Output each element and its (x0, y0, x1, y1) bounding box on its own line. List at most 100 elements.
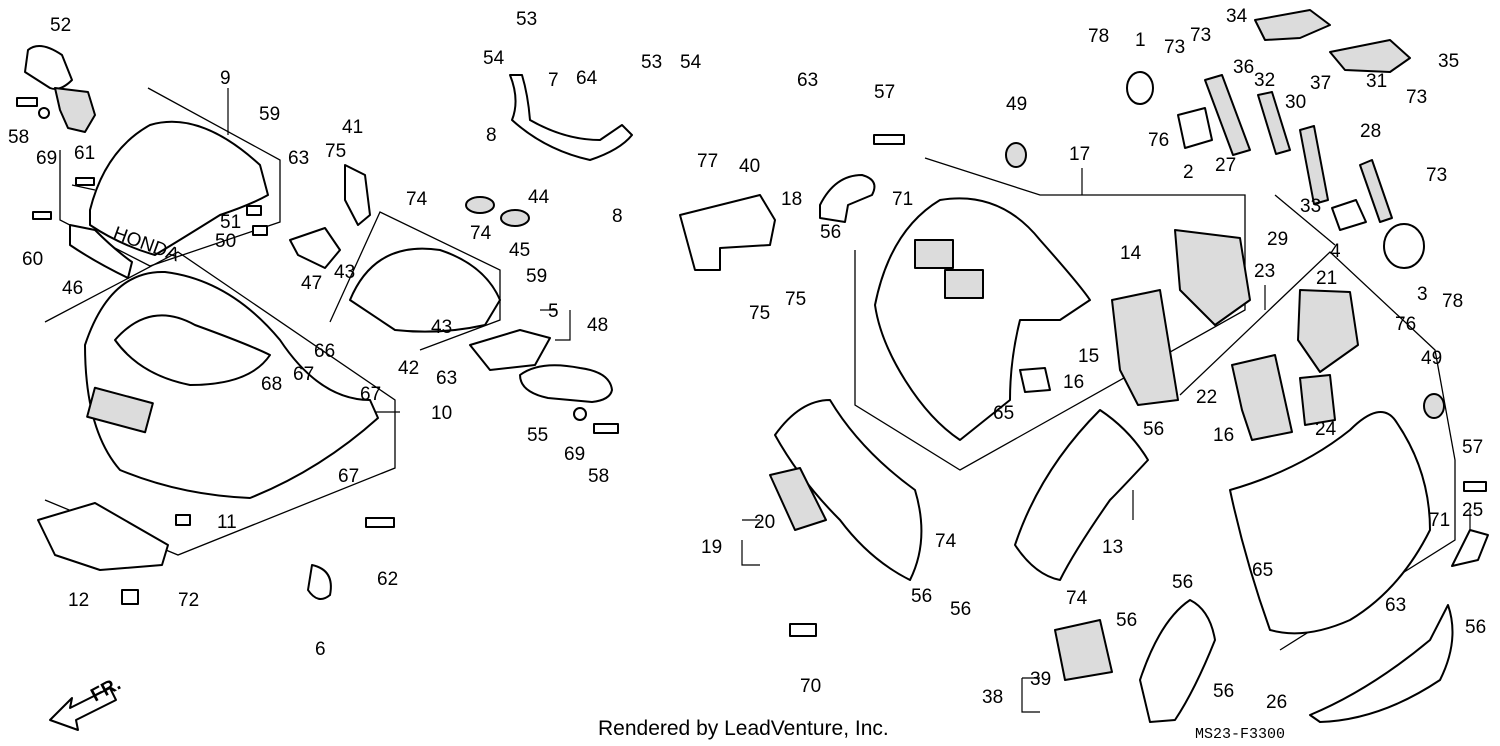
part-label-56g[interactable]: 56 (1213, 681, 1234, 702)
part-label-37[interactable]: 37 (1310, 73, 1331, 94)
part-label-57b[interactable]: 57 (1462, 437, 1483, 458)
part-label-76a[interactable]: 76 (1148, 130, 1169, 151)
part-label-70[interactable]: 70 (800, 676, 821, 697)
part-label-59b[interactable]: 59 (526, 266, 547, 287)
part-label-35[interactable]: 35 (1438, 51, 1459, 72)
part-label-45[interactable]: 45 (509, 240, 530, 261)
part-label-64[interactable]: 64 (576, 68, 598, 89)
part-label-16a[interactable]: 16 (1063, 372, 1084, 393)
part-label-17[interactable]: 17 (1069, 144, 1090, 165)
part-label-75b[interactable]: 75 (749, 303, 770, 324)
part-label-67c[interactable]: 67 (338, 466, 359, 487)
part-label-65b[interactable]: 65 (1252, 560, 1273, 581)
part-label-16b[interactable]: 16 (1213, 425, 1234, 446)
part-label-51[interactable]: 51 (220, 212, 241, 233)
part-label-13[interactable]: 13 (1102, 537, 1123, 558)
part-label-28[interactable]: 28 (1360, 121, 1381, 142)
part-label-12[interactable]: 12 (68, 590, 89, 611)
part-label-57a[interactable]: 57 (874, 82, 895, 103)
part-label-7[interactable]: 7 (548, 70, 559, 91)
part-label-24[interactable]: 24 (1315, 419, 1337, 440)
part-label-62[interactable]: 62 (377, 569, 398, 590)
part-label-56f[interactable]: 56 (1116, 610, 1137, 631)
part-label-52[interactable]: 52 (50, 15, 71, 36)
part-label-69b[interactable]: 69 (564, 444, 585, 465)
part-label-8b[interactable]: 8 (612, 206, 623, 227)
part-label-56b[interactable]: 56 (1143, 419, 1164, 440)
part-label-77[interactable]: 77 (697, 151, 718, 172)
part-label-3[interactable]: 3 (1417, 284, 1428, 305)
part-label-23[interactable]: 23 (1254, 261, 1275, 282)
part-label-1[interactable]: 1 (1135, 30, 1146, 51)
part-label-32[interactable]: 32 (1254, 70, 1275, 91)
part-label-58b[interactable]: 58 (588, 466, 609, 487)
part-label-63d[interactable]: 63 (1385, 595, 1406, 616)
part-label-56h[interactable]: 56 (1465, 617, 1486, 638)
part-label-31[interactable]: 31 (1366, 71, 1387, 92)
part-label-71a[interactable]: 71 (892, 189, 913, 210)
part-label-2[interactable]: 2 (1183, 162, 1194, 183)
part-label-40[interactable]: 40 (739, 156, 760, 177)
part-label-76b[interactable]: 76 (1395, 314, 1416, 335)
part-label-72[interactable]: 72 (178, 590, 199, 611)
part-label-78a[interactable]: 78 (1088, 26, 1109, 47)
part-label-53a[interactable]: 53 (516, 9, 537, 30)
part-label-10[interactable]: 10 (431, 403, 452, 424)
part-label-56e[interactable]: 56 (1172, 572, 1193, 593)
part-label-26[interactable]: 26 (1266, 692, 1287, 713)
part-label-41[interactable]: 41 (342, 117, 363, 138)
part-label-42[interactable]: 42 (398, 358, 419, 379)
part-label-22[interactable]: 22 (1196, 387, 1217, 408)
part-label-15[interactable]: 15 (1078, 346, 1099, 367)
part-label-11[interactable]: 11 (217, 512, 237, 533)
part-label-55[interactable]: 55 (527, 425, 548, 446)
part-label-73b[interactable]: 73 (1190, 25, 1211, 46)
part-label-44[interactable]: 44 (528, 187, 550, 208)
part-label-19[interactable]: 19 (701, 537, 722, 558)
part-label-58a[interactable]: 58 (8, 127, 29, 148)
part-label-61[interactable]: 61 (74, 143, 95, 164)
part-label-74a[interactable]: 74 (406, 189, 428, 210)
part-label-9[interactable]: 9 (220, 68, 231, 89)
part-label-67b[interactable]: 67 (360, 384, 381, 405)
part-label-38[interactable]: 38 (982, 687, 1003, 708)
part-label-30[interactable]: 30 (1285, 92, 1306, 113)
part-label-63a[interactable]: 63 (288, 148, 309, 169)
part-label-71b[interactable]: 71 (1429, 510, 1450, 531)
part-label-56d[interactable]: 56 (950, 599, 971, 620)
part-label-27[interactable]: 27 (1215, 155, 1236, 176)
part-label-34[interactable]: 34 (1226, 6, 1248, 27)
part-label-43a[interactable]: 43 (334, 262, 355, 283)
part-label-50[interactable]: 50 (215, 231, 236, 252)
part-label-33[interactable]: 33 (1300, 196, 1321, 217)
part-label-65a[interactable]: 65 (993, 403, 1014, 424)
part-label-74b[interactable]: 74 (470, 223, 492, 244)
part-label-63c[interactable]: 63 (436, 368, 457, 389)
part-label-46[interactable]: 46 (62, 278, 83, 299)
part-label-66[interactable]: 66 (314, 341, 335, 362)
part-label-20[interactable]: 20 (754, 512, 775, 533)
part-label-47[interactable]: 47 (301, 273, 322, 294)
part-label-56a[interactable]: 56 (820, 222, 841, 243)
part-label-63b[interactable]: 63 (797, 70, 818, 91)
part-label-4[interactable]: 4 (1330, 241, 1341, 262)
part-label-8a[interactable]: 8 (486, 125, 497, 146)
part-label-59a[interactable]: 59 (259, 104, 280, 125)
part-label-21[interactable]: 21 (1316, 268, 1337, 289)
part-label-49a[interactable]: 49 (1006, 94, 1027, 115)
part-label-36[interactable]: 36 (1233, 57, 1254, 78)
part-label-29[interactable]: 29 (1267, 229, 1288, 250)
part-label-60[interactable]: 60 (22, 249, 43, 270)
part-label-43b[interactable]: 43 (431, 317, 452, 338)
part-label-67a[interactable]: 67 (293, 364, 314, 385)
part-label-18[interactable]: 18 (781, 189, 802, 210)
part-label-25[interactable]: 25 (1462, 500, 1483, 521)
part-label-53b[interactable]: 53 (641, 52, 662, 73)
part-label-68[interactable]: 68 (261, 374, 282, 395)
part-label-73c[interactable]: 73 (1406, 87, 1427, 108)
part-label-14[interactable]: 14 (1120, 243, 1142, 264)
part-label-75a[interactable]: 75 (325, 141, 346, 162)
part-label-69a[interactable]: 69 (36, 148, 57, 169)
part-label-56c[interactable]: 56 (911, 586, 932, 607)
part-label-74c[interactable]: 74 (935, 531, 957, 552)
